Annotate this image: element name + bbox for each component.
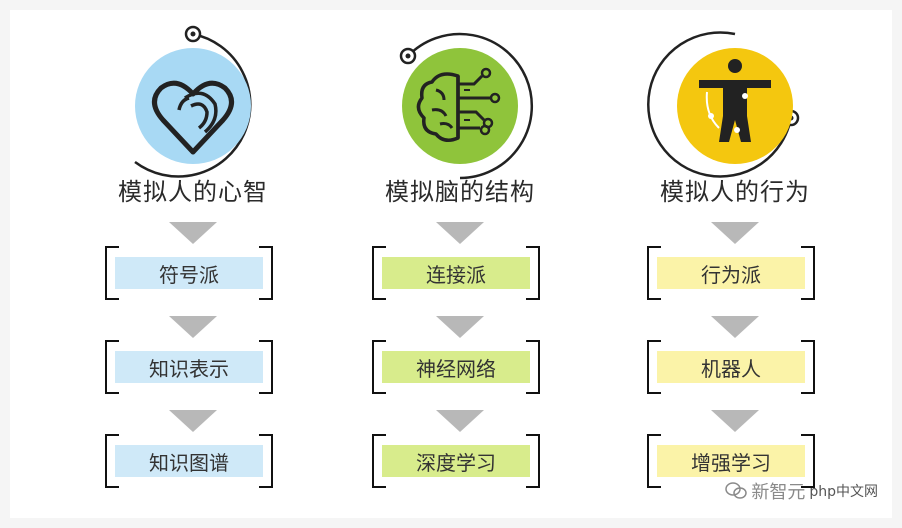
down-arrow-icon [340, 316, 580, 340]
column-heading: 模拟人的行为 [660, 178, 810, 206]
wechat-icon [725, 482, 748, 499]
icon-area [340, 20, 580, 190]
application-box: 增强学习 [647, 434, 815, 488]
column-heading: 模拟人的心智 [118, 178, 268, 206]
application-label: 增强学习 [657, 445, 805, 477]
application-label: 深度学习 [382, 445, 530, 477]
down-arrow-icon [73, 316, 313, 340]
heart-fingerprint-icon [134, 25, 252, 178]
column-symbolic: 模拟人的心智 符号派 知识表示 [73, 10, 313, 518]
icon-area [73, 20, 313, 190]
watermark-site: php中文网 [809, 484, 878, 500]
category-box: 连接派 [372, 246, 540, 300]
down-arrow-icon [73, 222, 313, 246]
category-label: 行为派 [657, 257, 805, 289]
category-box: 行为派 [647, 246, 815, 300]
category-label: 连接派 [382, 257, 530, 289]
column-behaviorist: 模拟人的行为 行为派 机器人 [615, 10, 855, 518]
column-heading: 模拟脑的结构 [385, 178, 535, 206]
application-label: 知识图谱 [115, 445, 263, 477]
method-box: 神经网络 [372, 340, 540, 394]
down-arrow-icon [615, 222, 855, 246]
method-label: 机器人 [657, 351, 805, 383]
human-figure-icon [647, 31, 800, 178]
method-label: 神经网络 [382, 351, 530, 383]
category-label: 符号派 [115, 257, 263, 289]
column-connectionist: 模拟脑的结构 连接派 神经网络 [340, 10, 580, 518]
down-arrow-icon [615, 316, 855, 340]
down-arrow-icon [73, 410, 313, 434]
method-box: 知识表示 [105, 340, 273, 394]
brain-circuit-icon [399, 32, 534, 180]
down-arrow-icon [340, 222, 580, 246]
watermark: 新智元 php中文网 [725, 478, 878, 504]
diagram-card: 模拟人的心智 符号派 知识表示 [10, 10, 892, 518]
down-arrow-icon [340, 410, 580, 434]
watermark-brand: 新智元 [751, 482, 806, 503]
category-box: 符号派 [105, 246, 273, 300]
method-box: 机器人 [647, 340, 815, 394]
method-label: 知识表示 [115, 351, 263, 383]
application-box: 知识图谱 [105, 434, 273, 488]
down-arrow-icon [615, 410, 855, 434]
application-box: 深度学习 [372, 434, 540, 488]
icon-area [615, 20, 855, 190]
